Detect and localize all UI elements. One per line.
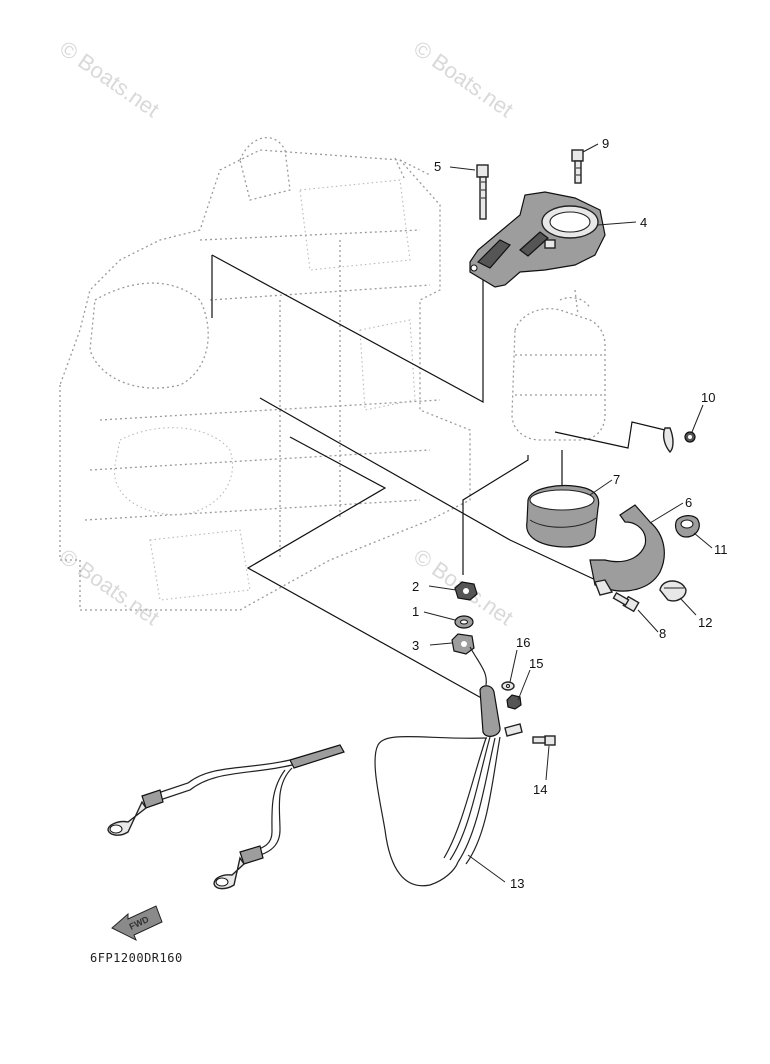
grommet-11 bbox=[674, 515, 700, 538]
assembly-line-cable-a bbox=[246, 436, 486, 701]
assembly-line-clamp bbox=[259, 397, 601, 583]
nut-15 bbox=[506, 694, 522, 710]
battery-cable-13 bbox=[107, 646, 523, 890]
callout-1: 1 bbox=[412, 604, 419, 619]
watermark-mid-left: © Boats.net bbox=[55, 544, 164, 631]
bolt-9 bbox=[571, 149, 584, 184]
rubber-band-7 bbox=[526, 485, 600, 548]
washer-1 bbox=[454, 615, 474, 629]
callout-5: 5 bbox=[434, 159, 441, 174]
bolt-14 bbox=[532, 735, 556, 746]
leader-lines bbox=[423, 143, 713, 883]
nut-3 bbox=[451, 633, 475, 655]
callout-12: 12 bbox=[698, 615, 712, 630]
callout-13: 13 bbox=[510, 876, 524, 891]
diagram-code: 6FP1200DR160 bbox=[90, 951, 183, 965]
engine-block-ghost bbox=[59, 137, 471, 611]
watermark-top-right: © Boats.net bbox=[409, 36, 518, 123]
callout-2: 2 bbox=[412, 579, 419, 594]
bolt-8 bbox=[612, 591, 640, 613]
callout-6: 6 bbox=[685, 495, 692, 510]
assembly-line-motor-plate bbox=[554, 421, 666, 449]
forward-arrow-icon: FWD bbox=[111, 905, 163, 942]
starter-band-6 bbox=[589, 504, 665, 596]
callout-7: 7 bbox=[613, 472, 620, 487]
callout-labels: 5 9 4 10 7 6 11 12 8 2 1 3 16 15 14 13 bbox=[412, 136, 728, 891]
watermark-top-left: © Boats.net bbox=[55, 36, 164, 123]
callout-4: 4 bbox=[640, 215, 647, 230]
assembly-lines bbox=[211, 254, 666, 701]
watermarks: © Boats.net © Boats.net © Boats.net © Bo… bbox=[55, 36, 518, 631]
washer-16 bbox=[501, 681, 515, 691]
callout-11: 11 bbox=[714, 542, 728, 557]
callout-8: 8 bbox=[659, 626, 666, 641]
callout-15: 15 bbox=[529, 656, 543, 671]
nut-2 bbox=[454, 581, 478, 601]
holder-10 bbox=[662, 427, 696, 454]
starter-bracket-4 bbox=[469, 191, 606, 288]
assembly-line-band bbox=[462, 455, 529, 575]
bolt-5 bbox=[476, 164, 489, 220]
cap-12 bbox=[659, 580, 687, 602]
callout-14: 14 bbox=[533, 782, 547, 797]
callout-10: 10 bbox=[701, 390, 715, 405]
callout-16: 16 bbox=[516, 635, 530, 650]
callout-9: 9 bbox=[602, 136, 609, 151]
callout-3: 3 bbox=[412, 638, 419, 653]
assembly-line-bracket-bolt bbox=[211, 254, 484, 404]
starter-motor-ghost bbox=[511, 289, 606, 441]
